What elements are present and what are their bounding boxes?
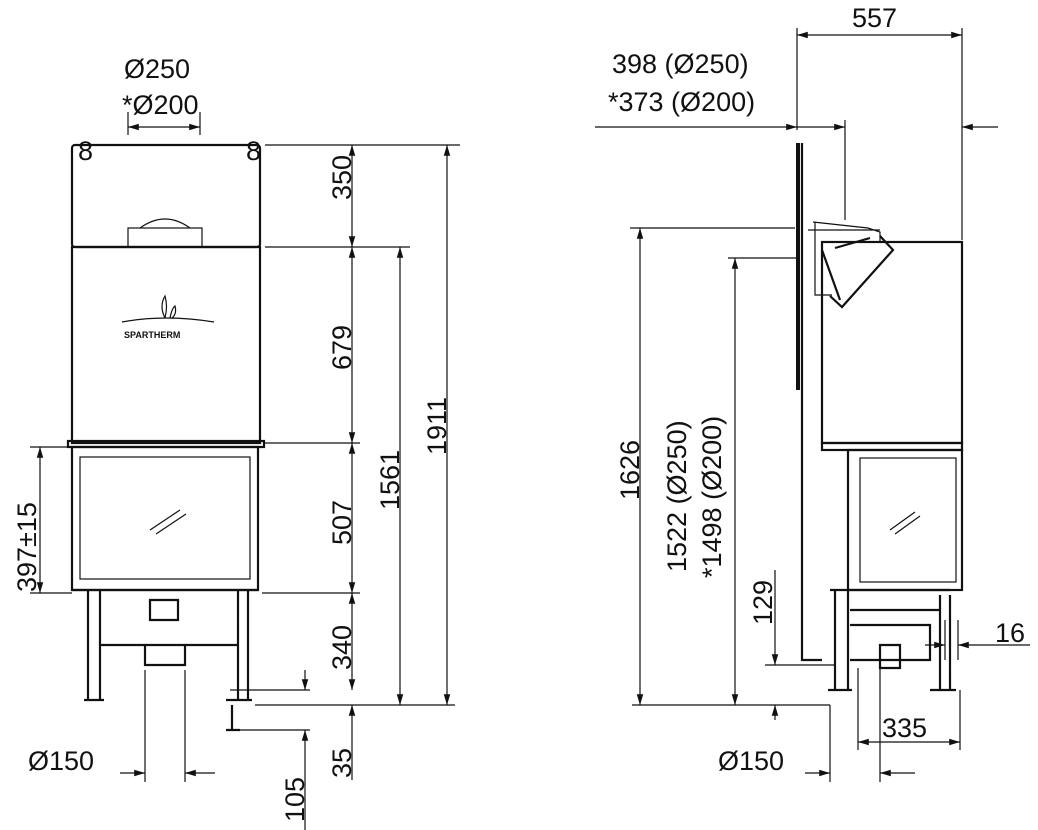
- base-frame: [72, 588, 258, 700]
- svg-text:105: 105: [280, 777, 310, 822]
- svg-text:SPARTHERM: SPARTHERM: [124, 330, 180, 340]
- svg-text:397±15: 397±15: [12, 502, 42, 592]
- side-body: [820, 240, 964, 445]
- wall-panel: [800, 143, 822, 662]
- svg-text:398 (Ø250): 398 (Ø250): [612, 49, 749, 79]
- svg-text:*373 (Ø200): *373 (Ø200): [608, 87, 755, 117]
- top-panel: [70, 143, 262, 249]
- svg-text:1626: 1626: [615, 440, 645, 500]
- flue-elbow: [808, 221, 895, 309]
- svg-text:129: 129: [748, 580, 778, 625]
- svg-text:340: 340: [327, 625, 357, 670]
- svg-text:1911: 1911: [422, 397, 452, 455]
- glass-inner: [79, 456, 251, 580]
- svg-text:Ø150: Ø150: [28, 746, 94, 776]
- svg-text:1561: 1561: [375, 450, 405, 510]
- svg-text:Ø250: Ø250: [124, 54, 190, 84]
- flue-collar: [127, 227, 203, 248]
- front-dimensions: Ø250 *Ø200 350 679 507 340 35 1561 1911 …: [12, 54, 460, 830]
- svg-text:*Ø200: *Ø200: [122, 90, 199, 120]
- firebox-glass: [70, 445, 260, 592]
- side-view: [796, 143, 964, 692]
- svg-text:507: 507: [327, 500, 357, 545]
- svg-text:1522 (Ø250): 1522 (Ø250): [662, 420, 692, 572]
- hanger-icon: 8: [78, 136, 93, 166]
- flue-dome: [139, 218, 191, 229]
- svg-text:Ø150: Ø150: [718, 746, 784, 776]
- glass-reflection: [889, 511, 921, 535]
- spartherm-logo: SPARTHERM: [121, 294, 215, 340]
- adjustable-feet: [84, 698, 252, 732]
- svg-text:679: 679: [327, 325, 357, 370]
- front-view: 8 8 SPARTHERM: [66, 136, 266, 732]
- svg-text:*1498 (Ø200): *1498 (Ø200): [697, 416, 727, 578]
- upper-body: [70, 245, 262, 445]
- side-base-frame: [830, 588, 952, 690]
- svg-text:350: 350: [327, 155, 357, 200]
- hanger-icon: 8: [246, 136, 261, 166]
- side-glass: [846, 448, 964, 592]
- svg-text:16: 16: [995, 618, 1025, 648]
- side-dimensions: 557 398 (Ø250) *373 (Ø200) 1626 1522 (Ø2…: [595, 3, 1030, 782]
- side-glass-inner: [859, 457, 957, 583]
- svg-text:335: 335: [882, 713, 927, 743]
- svg-text:35: 35: [327, 748, 357, 778]
- svg-text:557: 557: [852, 3, 897, 33]
- glass-reflection: [149, 509, 187, 535]
